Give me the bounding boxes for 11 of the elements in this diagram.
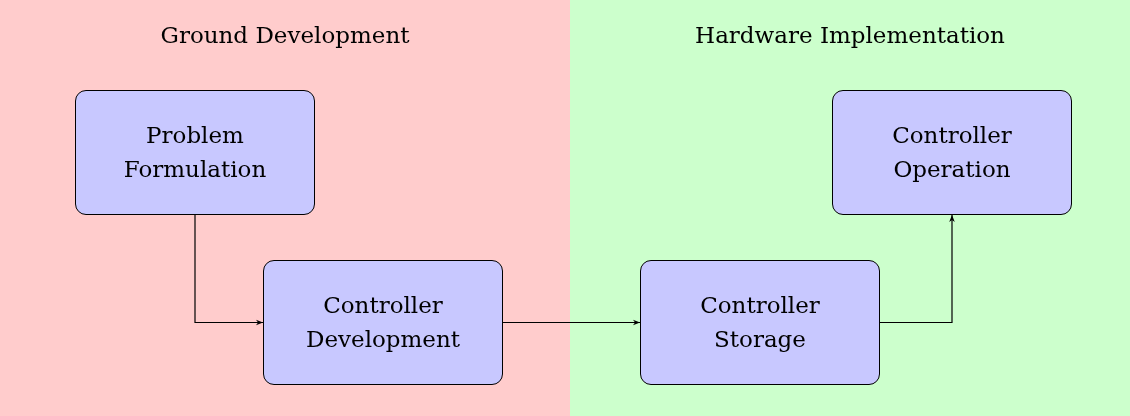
arrow: [194, 214, 264, 326]
process-box: Controller Operation: [832, 90, 1072, 215]
process-box: Controller Development: [263, 260, 503, 385]
band-heading: Hardware Implementation: [695, 22, 1005, 48]
region-band: [570, 0, 1130, 416]
process-box: Problem Formulation: [75, 90, 315, 215]
process-box: Controller Storage: [640, 260, 880, 385]
region-band: [0, 0, 570, 416]
arrow: [879, 214, 955, 324]
arrow: [502, 319, 641, 326]
band-heading: Ground Development: [160, 22, 410, 48]
